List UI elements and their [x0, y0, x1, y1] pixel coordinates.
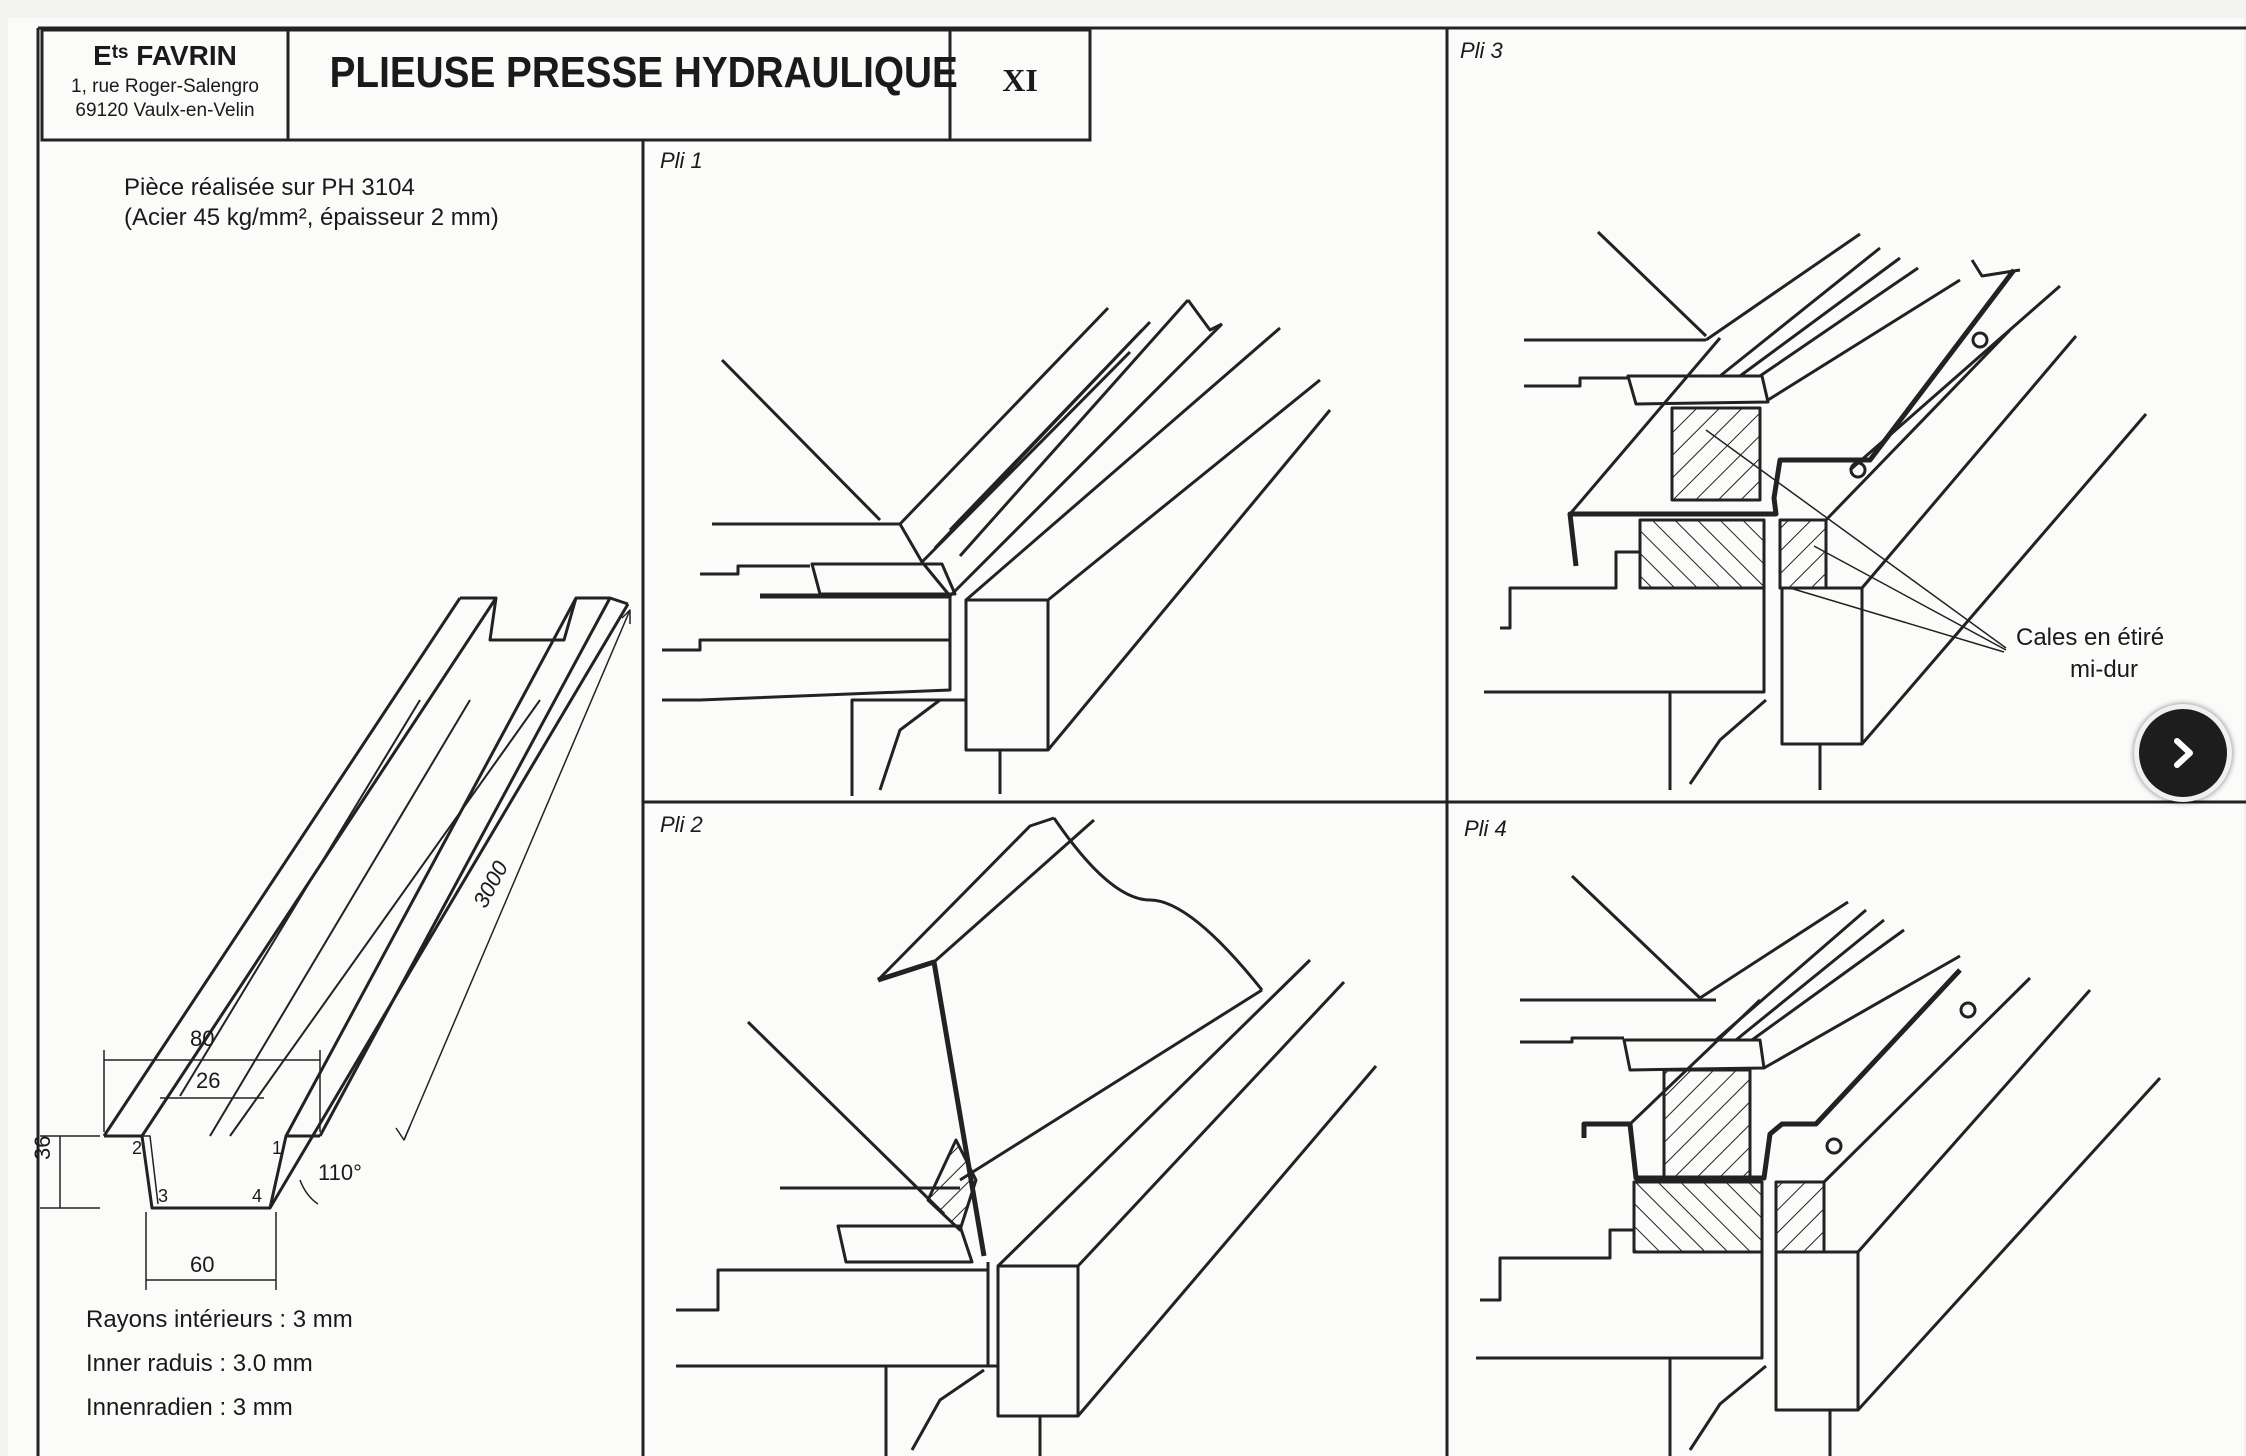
sheet-title: PLIEUSE PRESSE HYDRAULIQUE — [329, 48, 958, 97]
company-street: 1, rue Roger-Salengro — [71, 76, 259, 97]
title-block — [40, 28, 1092, 142]
pli3-drawing — [1484, 230, 2148, 790]
pli1-drawing — [662, 299, 1332, 796]
radius-english: Inner raduis : 3.0 mm — [86, 1350, 313, 1377]
chevron-right-icon — [2174, 738, 2193, 768]
radius-french: Rayons intérieurs : 3 mm — [86, 1306, 353, 1333]
pli4-drawing — [1476, 874, 2162, 1456]
bend-number-4: 4 — [252, 1186, 263, 1206]
dim-inner-width: 26 — [196, 1068, 221, 1093]
bend-number-2: 2 — [132, 1138, 143, 1158]
dim-bottom-width: 60 — [190, 1252, 215, 1277]
part-description-line2: (Acier 45 kg/mm², épaisseur 2 mm) — [124, 204, 499, 231]
shim-callout-line1: Cales en étiré — [2016, 624, 2165, 651]
pli3-label: Pli 3 — [1460, 38, 1503, 63]
pli4-label: Pli 4 — [1464, 816, 1507, 841]
sheet-frame — [36, 26, 2246, 1456]
bend-number-3: 3 — [158, 1186, 169, 1206]
dim-height: 36 — [30, 1135, 55, 1160]
pli1-label: Pli 1 — [660, 148, 703, 173]
company-name: Eᵗˢ FAVRIN — [93, 40, 237, 71]
company-city: 69120 Vaulx-en-Velin — [75, 100, 255, 121]
plate-number: XI — [1002, 62, 1038, 98]
shim-callout-line2: mi-dur — [2070, 656, 2139, 683]
pli2-label: Pli 2 — [660, 812, 703, 837]
radius-german: Innenradien : 3 mm — [86, 1394, 293, 1421]
next-page-button[interactable] — [2134, 704, 2232, 802]
part-description-line1: Pièce réalisée sur PH 3104 — [124, 174, 415, 201]
pli2-drawing — [676, 816, 1378, 1456]
dim-top-width: 80 — [190, 1026, 215, 1051]
part-profile — [40, 596, 631, 1290]
dim-angle: 110° — [318, 1160, 362, 1185]
bend-number-1: 1 — [272, 1138, 283, 1158]
